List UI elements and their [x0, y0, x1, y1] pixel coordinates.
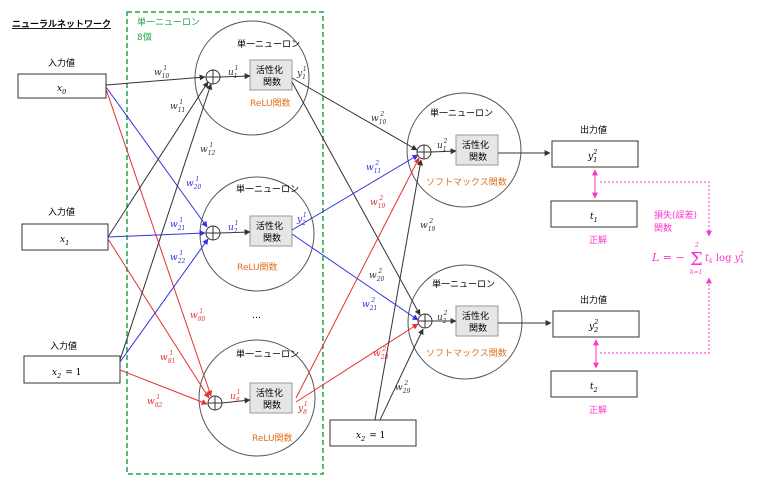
activation-box: 活性化 関数 — [455, 134, 499, 166]
svg-text:正解: 正解 — [589, 234, 607, 246]
sum-node — [207, 395, 223, 411]
svg-text:w102: w102 — [371, 111, 387, 126]
relu-label: ReLU関数 — [252, 432, 293, 444]
answer-t1: t1 正解 — [550, 200, 638, 246]
svg-text:w192: w192 — [420, 218, 436, 233]
neuron-title: 単一ニューロン — [432, 278, 495, 290]
svg-text:x2= 1: x2= 1 — [356, 431, 385, 443]
output-y1: 出力値 y12 — [551, 124, 639, 168]
svg-text:関数: 関数 — [263, 76, 281, 88]
svg-text:u11: u11 — [228, 65, 238, 80]
ellipsis: … — [252, 311, 261, 321]
sum-node — [205, 225, 221, 241]
svg-text:x1: x1 — [60, 235, 69, 247]
activation-box: 活性化 関数 — [249, 215, 293, 247]
svg-text:k=1: k=1 — [690, 269, 702, 276]
group-count: 8個 — [137, 31, 152, 43]
svg-text:活性化: 活性化 — [462, 139, 489, 151]
activation-box: 活性化 関数 — [455, 305, 499, 337]
svg-text:活性化: 活性化 — [256, 220, 283, 232]
svg-text:u22: u22 — [437, 310, 448, 325]
svg-text:入力値: 入力値 — [48, 57, 75, 69]
neuron-title: 単一ニューロン — [237, 38, 300, 50]
loss-label: 関数 — [654, 222, 672, 234]
output-y2: 出力値 y22 — [552, 294, 640, 338]
weight-labels-blue: w201 w211 w221 u21 y21 w112 w212 — [170, 160, 381, 312]
svg-text:w101: w101 — [154, 65, 170, 80]
svg-text:w801: w801 — [190, 308, 206, 323]
svg-text:w811: w811 — [160, 350, 175, 365]
activation-box: 活性化 関数 — [249, 382, 293, 414]
input-x1: 入力値 x1 — [21, 206, 109, 251]
svg-text:x0: x0 — [57, 84, 66, 96]
svg-text:w212: w212 — [362, 297, 377, 312]
svg-text:Σ: Σ — [690, 249, 703, 270]
svg-text:w211: w211 — [170, 217, 185, 232]
sum-node — [417, 313, 433, 329]
svg-text:活性化: 活性化 — [256, 64, 283, 76]
sum-node — [416, 144, 432, 160]
svg-text:入力値: 入力値 — [48, 206, 75, 218]
svg-text:y21: y21 — [296, 212, 307, 227]
neuron-title: 単一ニューロン — [236, 183, 299, 195]
page-title: ニューラルネットワーク — [12, 19, 111, 30]
svg-text:出力値: 出力値 — [580, 124, 607, 136]
sum-node — [205, 69, 221, 85]
hidden-layer-group — [126, 11, 324, 475]
loss-formula: L = − Σ 2 k=1 tk log yk2 — [651, 242, 744, 276]
svg-text:正解: 正解 — [589, 404, 607, 416]
svg-text:y22: y22 — [588, 318, 598, 334]
neuron-title: 単一ニューロン — [236, 348, 299, 360]
hidden-neuron-8 — [198, 339, 316, 457]
svg-text:u81: u81 — [230, 389, 240, 404]
answer-t2: t2 正解 — [550, 370, 638, 416]
svg-text:t2: t2 — [590, 382, 598, 394]
activation-box: 活性化 関数 — [249, 59, 293, 91]
svg-text:w221: w221 — [170, 250, 186, 265]
svg-text:w192: w192 — [370, 195, 386, 210]
svg-text:活性化: 活性化 — [462, 310, 489, 322]
svg-text:y81: y81 — [297, 401, 308, 416]
svg-text:2: 2 — [694, 242, 699, 249]
neuron-title: 単一ニューロン — [430, 107, 493, 119]
svg-text:w201: w201 — [186, 176, 202, 191]
loss-label: 損失(誤差) — [654, 209, 697, 221]
svg-text:出力値: 出力値 — [580, 294, 607, 306]
svg-text:w121: w121 — [200, 142, 216, 157]
svg-text:y12: y12 — [587, 148, 597, 164]
relu-label: ReLU関数 — [237, 261, 278, 273]
svg-text:y11: y11 — [296, 66, 307, 81]
svg-text:活性化: 活性化 — [256, 387, 283, 399]
svg-text:入力値: 入力値 — [50, 340, 77, 352]
svg-text:w821: w821 — [147, 394, 163, 409]
relu-label: ReLU関数 — [250, 97, 291, 109]
svg-text:tk log yk2: tk log yk2 — [705, 251, 744, 265]
svg-text:関数: 関数 — [469, 322, 487, 334]
softmax-label: ソフトマックス関数 — [426, 176, 507, 188]
weight-labels-red: w801 w811 w821 u81 y81 w192 w282 — [147, 195, 389, 416]
svg-text:w282: w282 — [373, 346, 389, 361]
svg-text:w112: w112 — [366, 160, 381, 175]
weight-labels: w101 w111 w121 u11 y11 w102 u12 w192 w20… — [154, 65, 448, 395]
svg-text:w111: w111 — [170, 99, 185, 114]
svg-text:関数: 関数 — [469, 151, 487, 163]
svg-text:t1: t1 — [590, 212, 598, 224]
svg-text:u21: u21 — [228, 220, 238, 235]
input-x0: 入力値 x0 — [17, 57, 107, 99]
output-neuron-2 — [407, 264, 523, 380]
svg-text:x2= 1: x2= 1 — [52, 368, 81, 380]
svg-text:w292: w292 — [395, 380, 411, 395]
svg-text:L = −: L = − — [651, 251, 685, 264]
hidden-bias-input: x2= 1 — [329, 419, 417, 447]
group-label: 単一ニューロン — [137, 16, 200, 28]
input-x2: 入力値 x2= 1 — [23, 340, 121, 384]
svg-text:関数: 関数 — [263, 232, 281, 244]
svg-text:w202: w202 — [369, 268, 385, 283]
softmax-label: ソフトマックス関数 — [426, 347, 507, 359]
output-neuron-1 — [406, 92, 522, 208]
svg-text:関数: 関数 — [263, 399, 281, 411]
svg-text:u12: u12 — [437, 138, 448, 153]
